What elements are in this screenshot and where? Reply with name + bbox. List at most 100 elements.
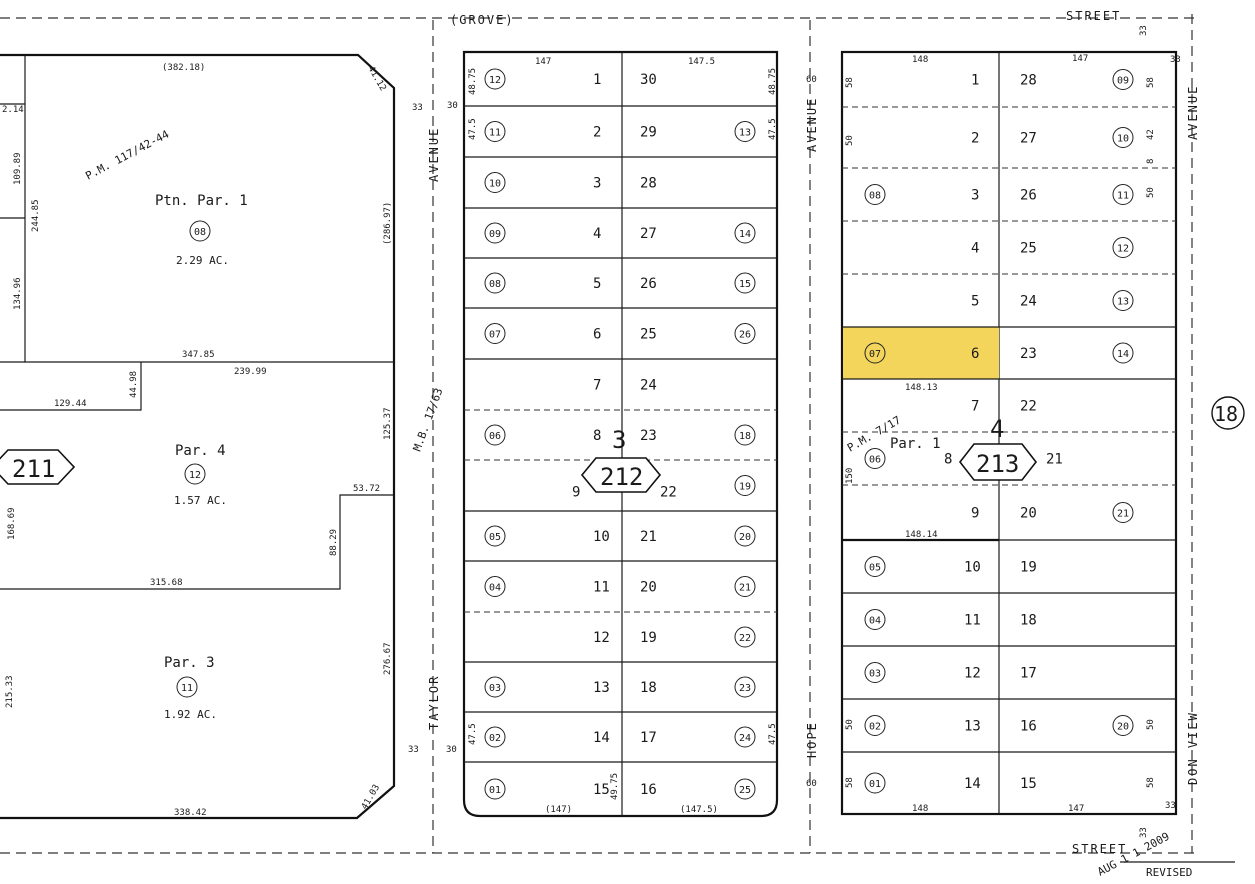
lot-number: 24 bbox=[640, 378, 657, 394]
svg-text:47.5: 47.5 bbox=[768, 118, 778, 140]
lot-number: 11 bbox=[964, 613, 981, 629]
svg-text:47.5: 47.5 bbox=[468, 118, 478, 140]
parcel-number[interactable]: 13 bbox=[1117, 297, 1129, 308]
parcel-number-circle bbox=[1112, 502, 1134, 523]
lot-number: 4 bbox=[593, 226, 601, 242]
lot-number: 11 bbox=[593, 580, 610, 596]
parcel-number[interactable]: 08 bbox=[489, 279, 501, 290]
lot-number: 9 bbox=[971, 506, 979, 522]
parcel-number-circle bbox=[1112, 290, 1134, 311]
parcel-number[interactable]: 04 bbox=[489, 583, 501, 594]
parcel-number-circle bbox=[484, 424, 506, 446]
parcel-number[interactable]: 10 bbox=[489, 179, 501, 190]
parcel-number[interactable]: 05 bbox=[869, 563, 881, 574]
lot-number: 3 bbox=[593, 176, 601, 192]
parcel-number[interactable]: 09 bbox=[1117, 76, 1129, 87]
parcel-number-circle bbox=[734, 222, 756, 244]
parcel-number[interactable]: 14 bbox=[1117, 349, 1129, 360]
lot-number: 22 bbox=[1020, 399, 1037, 415]
svg-text:60: 60 bbox=[806, 779, 817, 789]
parcel-number[interactable]: 25 bbox=[739, 785, 751, 796]
svg-text:347.85: 347.85 bbox=[182, 350, 215, 360]
parcel-number[interactable]: 04 bbox=[869, 616, 881, 627]
parcel-number-circle bbox=[864, 184, 886, 205]
parcel-number-circle bbox=[734, 676, 756, 698]
svg-text:213: 213 bbox=[976, 450, 1019, 478]
parcel-number[interactable]: 12 bbox=[489, 75, 501, 86]
block-213-outline bbox=[840, 50, 1178, 816]
lot-number: 19 bbox=[1020, 560, 1037, 576]
svg-text:147: 147 bbox=[1072, 54, 1088, 64]
par-1-label: Par. 1 bbox=[890, 436, 941, 452]
street-don-view: DON VIEW bbox=[1186, 711, 1200, 785]
svg-text:44.98: 44.98 bbox=[129, 371, 139, 398]
parcel-number[interactable]: 02 bbox=[869, 722, 881, 733]
lot-number: 3 bbox=[971, 188, 979, 204]
parcel-number[interactable]: 24 bbox=[739, 733, 751, 744]
svg-text:53.72: 53.72 bbox=[353, 484, 380, 494]
lot-number: 8 bbox=[944, 452, 952, 468]
parcel-number[interactable]: 19 bbox=[739, 482, 751, 493]
parcel-number[interactable]: 06 bbox=[869, 455, 881, 466]
svg-text:125.37: 125.37 bbox=[383, 407, 393, 440]
svg-text:58: 58 bbox=[1146, 777, 1156, 788]
parcel-number-circle bbox=[864, 609, 886, 630]
lot-number: 7 bbox=[593, 378, 601, 394]
parcel-number[interactable]: 18 bbox=[739, 431, 751, 442]
highlighted-parcel-07[interactable] bbox=[843, 327, 999, 379]
lot-number: 28 bbox=[640, 176, 657, 192]
lot-number: 2 bbox=[593, 125, 601, 141]
parcel-number[interactable]: 01 bbox=[489, 785, 501, 796]
lot-number: 19 bbox=[640, 630, 657, 646]
parcel-number[interactable]: 23 bbox=[739, 683, 751, 694]
parcel-number-circle bbox=[484, 323, 506, 344]
mb-reference: M.B. 17/63 bbox=[411, 386, 446, 453]
parcel-number[interactable]: 09 bbox=[489, 229, 501, 240]
svg-text:147.5: 147.5 bbox=[688, 57, 715, 67]
parcel-number[interactable]: 11 bbox=[1117, 191, 1129, 202]
parcel-number-circle bbox=[864, 556, 886, 577]
parcel-number[interactable]: 21 bbox=[1117, 509, 1129, 520]
svg-text:(147.5): (147.5) bbox=[680, 805, 718, 815]
parcel-number[interactable]: 21 bbox=[739, 583, 751, 594]
parcel-number[interactable]: 13 bbox=[739, 128, 751, 139]
svg-text:148: 148 bbox=[912, 55, 928, 65]
parcel-number[interactable]: 07 bbox=[489, 330, 501, 341]
parcel-number[interactable]: 20 bbox=[1117, 722, 1129, 733]
parcel-number[interactable]: 15 bbox=[739, 279, 751, 290]
parcel-number-circle bbox=[734, 576, 756, 597]
parcel-number[interactable]: 01 bbox=[869, 779, 881, 790]
parcel-number[interactable]: 06 bbox=[489, 431, 501, 442]
lot-number: 28 bbox=[1020, 73, 1037, 89]
svg-text:58: 58 bbox=[1146, 77, 1156, 88]
parcel-number[interactable]: 05 bbox=[489, 532, 501, 543]
parcel-number[interactable]: 11 bbox=[489, 128, 501, 139]
lot-number: 10 bbox=[593, 529, 610, 545]
parcel-number[interactable]: 02 bbox=[489, 733, 501, 744]
parcel-number[interactable]: 03 bbox=[869, 669, 881, 680]
lot-number: 27 bbox=[640, 226, 657, 242]
svg-text:48.75: 48.75 bbox=[468, 68, 478, 95]
svg-text:338.42: 338.42 bbox=[174, 808, 207, 818]
parcel-number-circle bbox=[734, 121, 756, 142]
parcel-number-circle bbox=[864, 715, 886, 736]
lot-number: 24 bbox=[1020, 294, 1037, 310]
parcel-number[interactable]: 08 bbox=[869, 191, 881, 202]
parcel-number[interactable]: 26 bbox=[739, 330, 751, 341]
parcel-number[interactable]: 20 bbox=[739, 532, 751, 543]
par-3-area: 1.92 AC. bbox=[164, 708, 217, 721]
parcel-number[interactable]: 14 bbox=[739, 229, 751, 240]
ptn-par-1-area: 2.29 AC. bbox=[176, 254, 229, 267]
svg-text:3: 3 bbox=[612, 426, 626, 454]
svg-text:41.03: 41.03 bbox=[360, 783, 382, 811]
parcel-number[interactable]: 12 bbox=[1117, 244, 1129, 255]
block-213-marker: 213 4 bbox=[958, 415, 1038, 481]
svg-text:147: 147 bbox=[1068, 804, 1084, 814]
street-bottom: STREET bbox=[1072, 842, 1127, 856]
parcel-number[interactable]: 22 bbox=[739, 633, 751, 644]
parcel-number[interactable]: 07 bbox=[869, 349, 881, 360]
parcel-number[interactable]: 03 bbox=[489, 683, 501, 694]
parcel-number[interactable]: 10 bbox=[1117, 134, 1129, 145]
